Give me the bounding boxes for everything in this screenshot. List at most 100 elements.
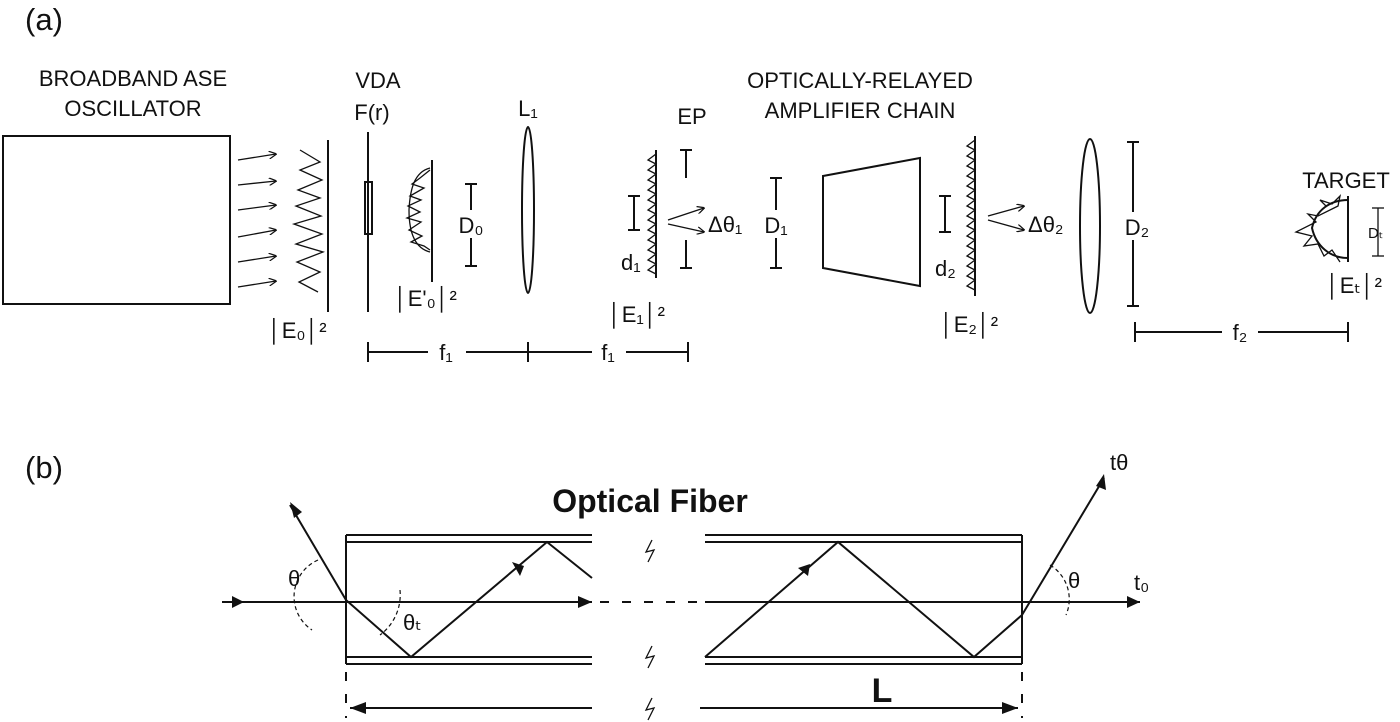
e0-label: │E₀│² bbox=[268, 317, 327, 345]
dt-label: Dₜ bbox=[1368, 225, 1383, 242]
lens-l1-shape bbox=[521, 126, 535, 294]
target-spikes bbox=[1294, 194, 1342, 263]
e1-label: │E₁│² bbox=[608, 301, 665, 329]
oscillator-label-line1: BROADBAND ASE bbox=[39, 66, 227, 91]
entrance-pupil: EP bbox=[677, 104, 707, 269]
d1-label-bg bbox=[760, 210, 796, 238]
break-symbols bbox=[644, 539, 656, 721]
lens-l1: L₁ bbox=[518, 96, 538, 294]
chain-label-line2: AMPLIFIER CHAIN bbox=[765, 98, 956, 123]
target: TARGET Dₜ │Eₜ│² bbox=[1294, 168, 1390, 300]
axial-arrowhead bbox=[578, 596, 592, 608]
theta-t-label: θₜ bbox=[403, 610, 422, 635]
amplifier-chain: OPTICALLY-RELAYED AMPLIFIER CHAIN bbox=[747, 68, 973, 288]
aperture-d1: D₁ bbox=[760, 177, 796, 269]
break-symbol bbox=[644, 697, 656, 721]
divergence2-ray-up bbox=[987, 206, 1024, 217]
theta-t-arc bbox=[379, 589, 401, 636]
chain-label-line1: OPTICALLY-RELAYED bbox=[747, 68, 973, 93]
t0-label: t₀ bbox=[1134, 570, 1149, 595]
lens-l2-shape bbox=[1079, 138, 1101, 314]
output-ray bbox=[237, 230, 276, 238]
e2-plane-group: d₂ │E₂│² bbox=[935, 136, 998, 339]
e1-plane-group: d₁ │E₁│² bbox=[608, 150, 665, 329]
panel-b-label: (b) bbox=[25, 450, 63, 485]
theta-out-arc bbox=[1049, 564, 1070, 616]
d0-label: D₀ bbox=[458, 213, 483, 238]
d1-small-label: d₁ bbox=[621, 250, 641, 275]
vda-element bbox=[364, 181, 373, 235]
output-ray bbox=[237, 281, 276, 288]
target-label: TARGET bbox=[1302, 168, 1390, 193]
ase-oscillator: BROADBAND ASE OSCILLATOR bbox=[2, 66, 231, 305]
length-arrowhead-left bbox=[350, 702, 366, 714]
length-arrowhead-right bbox=[1002, 702, 1018, 714]
guided-ray: tθ bbox=[289, 450, 1128, 659]
fiber-title: Optical Fiber bbox=[552, 483, 748, 519]
output-ray bbox=[237, 256, 276, 263]
output-ray bbox=[237, 181, 276, 186]
d1-aperture-label: D₁ bbox=[764, 213, 787, 238]
vda-label-line1: VDA bbox=[355, 68, 401, 93]
focal-length-markers: f₁ f₁ f₂ bbox=[367, 320, 1349, 365]
e1-speckle bbox=[646, 153, 658, 275]
axial-arrowhead-end bbox=[1127, 596, 1140, 608]
f2-label: f₂ bbox=[1233, 320, 1248, 345]
output-ray bbox=[237, 154, 276, 161]
amplifier-shape bbox=[822, 156, 921, 288]
e0-prime-profile: │E'₀│² bbox=[394, 160, 457, 313]
lens-l2 bbox=[1079, 138, 1101, 314]
divergence2-ray-down bbox=[987, 219, 1024, 230]
divergence-2: Δθ₂ bbox=[987, 206, 1063, 237]
f1-left-label: f₁ bbox=[439, 340, 453, 365]
t-theta-label: tθ bbox=[1110, 450, 1128, 475]
d2-small-label: d₂ bbox=[935, 256, 956, 281]
e0-prime-curve bbox=[408, 167, 431, 253]
d0-label-bg bbox=[455, 210, 491, 238]
break-symbol bbox=[644, 645, 656, 669]
theta-in-arc bbox=[293, 559, 319, 631]
panel-a: (a) BROADBAND ASE OSCILLATOR │E₀│² VDA F… bbox=[2, 2, 1390, 365]
output-ray bbox=[237, 205, 276, 211]
e0-prime-noise bbox=[405, 169, 431, 251]
d2-aperture-label: D₂ bbox=[1125, 215, 1149, 240]
e0-noisy-profile bbox=[291, 149, 326, 293]
aperture-d2: D₂ bbox=[1115, 141, 1157, 307]
vda: VDA F(r) bbox=[354, 68, 401, 312]
aperture-d0: D₀ bbox=[455, 183, 491, 267]
exit-arrowhead bbox=[1096, 474, 1106, 490]
e2-label: │E₂│² bbox=[940, 311, 998, 339]
theta-in-label: θ bbox=[288, 566, 300, 591]
fiber-left-segment bbox=[345, 534, 592, 665]
angle-markers: θ θₜ θ bbox=[288, 559, 1080, 636]
dtheta2-label: Δθ₂ bbox=[1028, 212, 1063, 237]
guided-ray-left bbox=[289, 504, 593, 659]
divergence-1: Δθ₁ bbox=[667, 208, 742, 237]
f1-right-label: f₁ bbox=[601, 340, 615, 365]
guided-ray-right bbox=[704, 477, 1105, 659]
axial-ray: t₀ bbox=[222, 570, 1149, 608]
e0-profile: │E₀│² bbox=[268, 140, 329, 345]
target-spot bbox=[1310, 199, 1349, 259]
divergence-ray-down bbox=[667, 223, 704, 232]
break-symbol bbox=[644, 539, 656, 563]
oscillator-output-arrows bbox=[237, 154, 276, 288]
axial-arrowhead bbox=[232, 596, 244, 608]
length-label: L bbox=[872, 672, 893, 710]
length-dimension: L bbox=[345, 672, 1023, 718]
vda-label-line2: F(r) bbox=[354, 100, 389, 125]
panel-b: (b) Optical Fiber bbox=[25, 450, 1149, 721]
incident-arrowhead bbox=[290, 502, 302, 518]
e0-prime-label: │E'₀│² bbox=[394, 285, 457, 313]
e2-speckle bbox=[965, 139, 977, 291]
theta-out-label: θ bbox=[1068, 568, 1080, 593]
ep-label: EP bbox=[677, 104, 706, 129]
guided-arrowhead bbox=[798, 564, 810, 576]
oscillator-box bbox=[2, 135, 231, 305]
panel-a-label: (a) bbox=[25, 2, 63, 37]
divergence-ray-up bbox=[667, 208, 704, 221]
dtheta1-label: Δθ₁ bbox=[708, 212, 742, 237]
guided-arrowhead bbox=[512, 562, 524, 576]
et-label: │Eₜ│² bbox=[1326, 272, 1382, 300]
